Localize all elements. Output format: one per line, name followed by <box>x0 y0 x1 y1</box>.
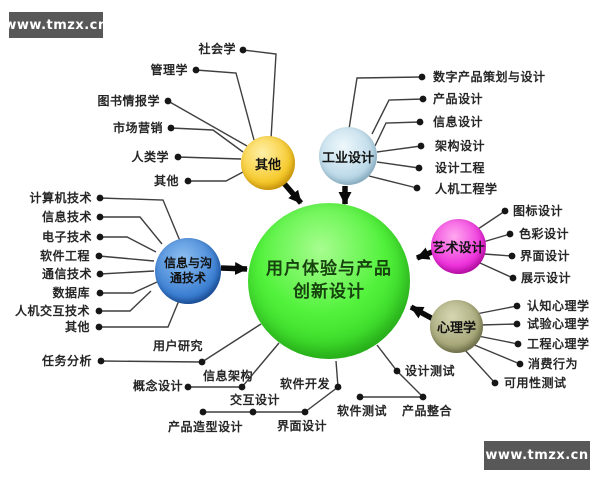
leaf-sociology: 社会学 <box>198 42 236 56</box>
leaf-digital-product-planning: 数字产品策划与设计 <box>433 70 546 84</box>
arrow-other-to-center <box>279 179 304 205</box>
center-node-user-experience: 用户体验与产品 创新设计 <box>248 203 410 359</box>
leaf-architecture-design: 架构设计 <box>435 139 486 153</box>
leaf-interaction-design: 交互设计 <box>230 393 281 407</box>
node-psychology-label: 心理学 <box>436 321 476 336</box>
leaf-software-testing: 软件测试 <box>337 404 388 418</box>
node-ict-label-line2: 通技术 <box>169 271 206 285</box>
connector-dots <box>95 46 524 416</box>
leaf-cognitive-psychology: 认知心理学 <box>527 299 590 313</box>
arrow-ict-to-center <box>220 262 248 276</box>
node-ict: 信息与沟 通技术 <box>155 238 221 304</box>
leaf-icon-design: 图标设计 <box>513 204 564 218</box>
leaf-engineering-psychology: 工程心理学 <box>527 337 590 351</box>
center-node-line2: 创新设计 <box>293 282 365 302</box>
leaf-software-engineering: 软件工程 <box>39 249 90 263</box>
leaf-product-integration: 产品整合 <box>402 404 453 418</box>
node-industrial-design: 工业设计 <box>319 127 377 185</box>
leaf-computer-technology: 计算机技术 <box>29 191 92 205</box>
node-art-design: 艺术设计 <box>431 219 486 274</box>
connector-lines <box>98 49 521 413</box>
leaf-information-technology: 信息技术 <box>41 210 92 224</box>
node-art-design-label: 艺术设计 <box>432 241 485 256</box>
leaf-user-research: 用户研究 <box>153 339 204 353</box>
leaf-display-design: 展示设计 <box>521 271 572 285</box>
leaf-product-design: 产品设计 <box>433 92 484 106</box>
leaf-interface-design-bottom: 界面设计 <box>277 419 328 433</box>
leaf-other-misc: 其他 <box>153 174 179 188</box>
thick-arrows <box>220 179 439 323</box>
leaf-concept-design: 概念设计 <box>132 379 183 393</box>
node-psychology: 心理学 <box>430 300 483 353</box>
center-node-line1: 用户体验与产品 <box>266 259 392 279</box>
leaf-marketing: 市场营销 <box>112 121 163 135</box>
leaf-communication-technology: 通信技术 <box>41 267 92 281</box>
leaf-product-styling-design: 产品造型设计 <box>168 420 244 434</box>
leaf-other-ict: 其他 <box>64 320 90 334</box>
leaf-library-information: 图书情报学 <box>97 94 160 108</box>
leaf-anthropology: 人类学 <box>131 150 169 164</box>
watermark-top-left: www.tmzx.cn <box>4 12 107 38</box>
node-industrial-design-label: 工业设计 <box>321 150 374 166</box>
leaf-hci-technology: 人机交互技术 <box>14 304 90 318</box>
leaf-software-development: 软件开发 <box>280 377 331 391</box>
leaf-information-architecture: 信息架构 <box>203 369 254 383</box>
leaf-consumer-behavior: 消费行为 <box>528 357 579 371</box>
leaf-management: 管理学 <box>150 63 188 77</box>
leaf-usability-testing: 可用性测试 <box>504 376 567 390</box>
leaf-interface-design-art: 界面设计 <box>520 249 571 263</box>
leaf-experimental-psychology: 试验心理学 <box>527 317 590 331</box>
leaf-database: 数据库 <box>52 286 90 300</box>
node-other: 其他 <box>241 136 295 190</box>
leaf-information-design: 信息设计 <box>433 115 484 129</box>
leaf-color-design: 色彩设计 <box>519 227 570 241</box>
watermark-bottom-right: www.tmzx.cn <box>484 441 590 470</box>
leaf-electronic-technology: 电子技术 <box>41 230 92 244</box>
leaf-task-analysis: 任务分析 <box>41 354 92 368</box>
leaf-ergonomics: 人机工程学 <box>435 182 498 196</box>
leaf-design-engineering: 设计工程 <box>435 161 486 175</box>
node-other-label: 其他 <box>254 157 281 173</box>
node-ict-label-line1: 信息与沟 <box>163 256 212 270</box>
leaf-design-testing: 设计测试 <box>405 364 456 378</box>
